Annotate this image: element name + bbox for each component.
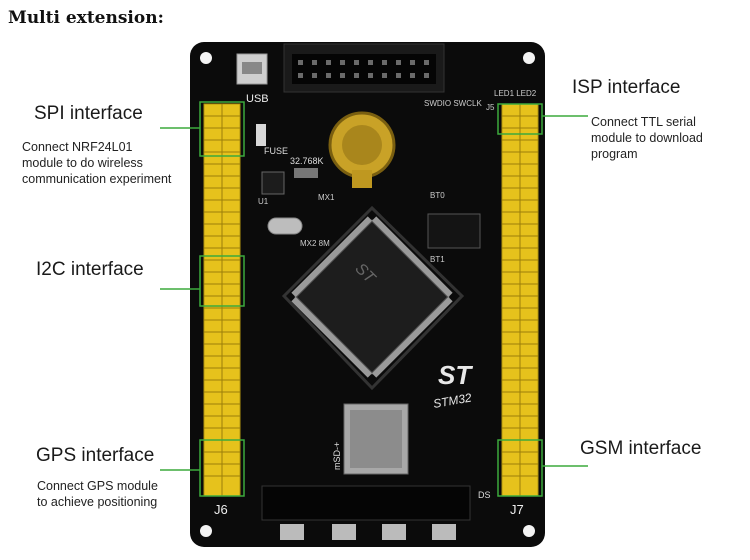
u1-label: U1: [258, 197, 269, 206]
j6-label: J6: [214, 502, 228, 517]
header-j6: [203, 103, 241, 497]
j5-label: J5: [486, 103, 495, 112]
bottom-header: [261, 485, 471, 521]
crystal-32k: [294, 168, 318, 178]
isp-label: ISP interface: [572, 77, 681, 98]
fuse-label: FUSE: [264, 146, 288, 156]
push-button: [382, 524, 406, 540]
spi-description: Connect NRF24L01 module to do wireless c…: [22, 140, 172, 186]
mount-hole: [523, 52, 535, 64]
stm32-label: STM32: [432, 390, 473, 411]
push-button: [332, 524, 356, 540]
page-title: Multi extension:: [8, 8, 164, 28]
isp-description: Connect TTL serial module to download pr…: [591, 115, 703, 161]
gps-label: GPS interface: [36, 445, 155, 466]
i2c-label: I2C interface: [36, 259, 144, 280]
mount-hole: [200, 52, 212, 64]
mount-hole: [523, 525, 535, 537]
gsm-highlight: [497, 439, 543, 497]
gsm-label: GSM interface: [580, 438, 702, 459]
usb-label: USB: [246, 93, 269, 105]
crystal-8m: [267, 217, 303, 235]
isp-highlight: [497, 103, 543, 135]
boot0-label: BT0: [430, 191, 445, 200]
ds-label: DS: [478, 490, 491, 500]
mcu-silk: [281, 205, 465, 391]
boot1-label: BT1: [430, 255, 445, 264]
spi-highlight: [199, 101, 245, 157]
crystal-label: 32.768K: [290, 156, 324, 166]
push-button: [280, 524, 304, 540]
i2c-highlight: [199, 255, 245, 307]
swd-label: SWDIO SWCLK: [424, 99, 482, 108]
mount-hole: [200, 525, 212, 537]
jtag-pins: [298, 60, 429, 78]
mx1-label: MX1: [318, 193, 335, 202]
gps-highlight: [199, 439, 245, 497]
regulator: [261, 171, 285, 195]
boot-jumper: [427, 213, 481, 249]
mx2-label: MX2 8M: [300, 239, 330, 248]
led-label: LED1 LED2: [494, 89, 537, 98]
header-j7: [501, 103, 539, 497]
msd-label: mSD-+: [332, 442, 342, 470]
push-button: [432, 524, 456, 540]
fuse-part: [256, 124, 266, 146]
st-logo: ST: [438, 360, 473, 390]
gps-description: Connect GPS module to achieve positionin…: [37, 479, 158, 509]
spi-label: SPI interface: [34, 103, 143, 124]
mcu-chip: ST: [291, 216, 453, 378]
j7-label: J7: [510, 502, 524, 517]
